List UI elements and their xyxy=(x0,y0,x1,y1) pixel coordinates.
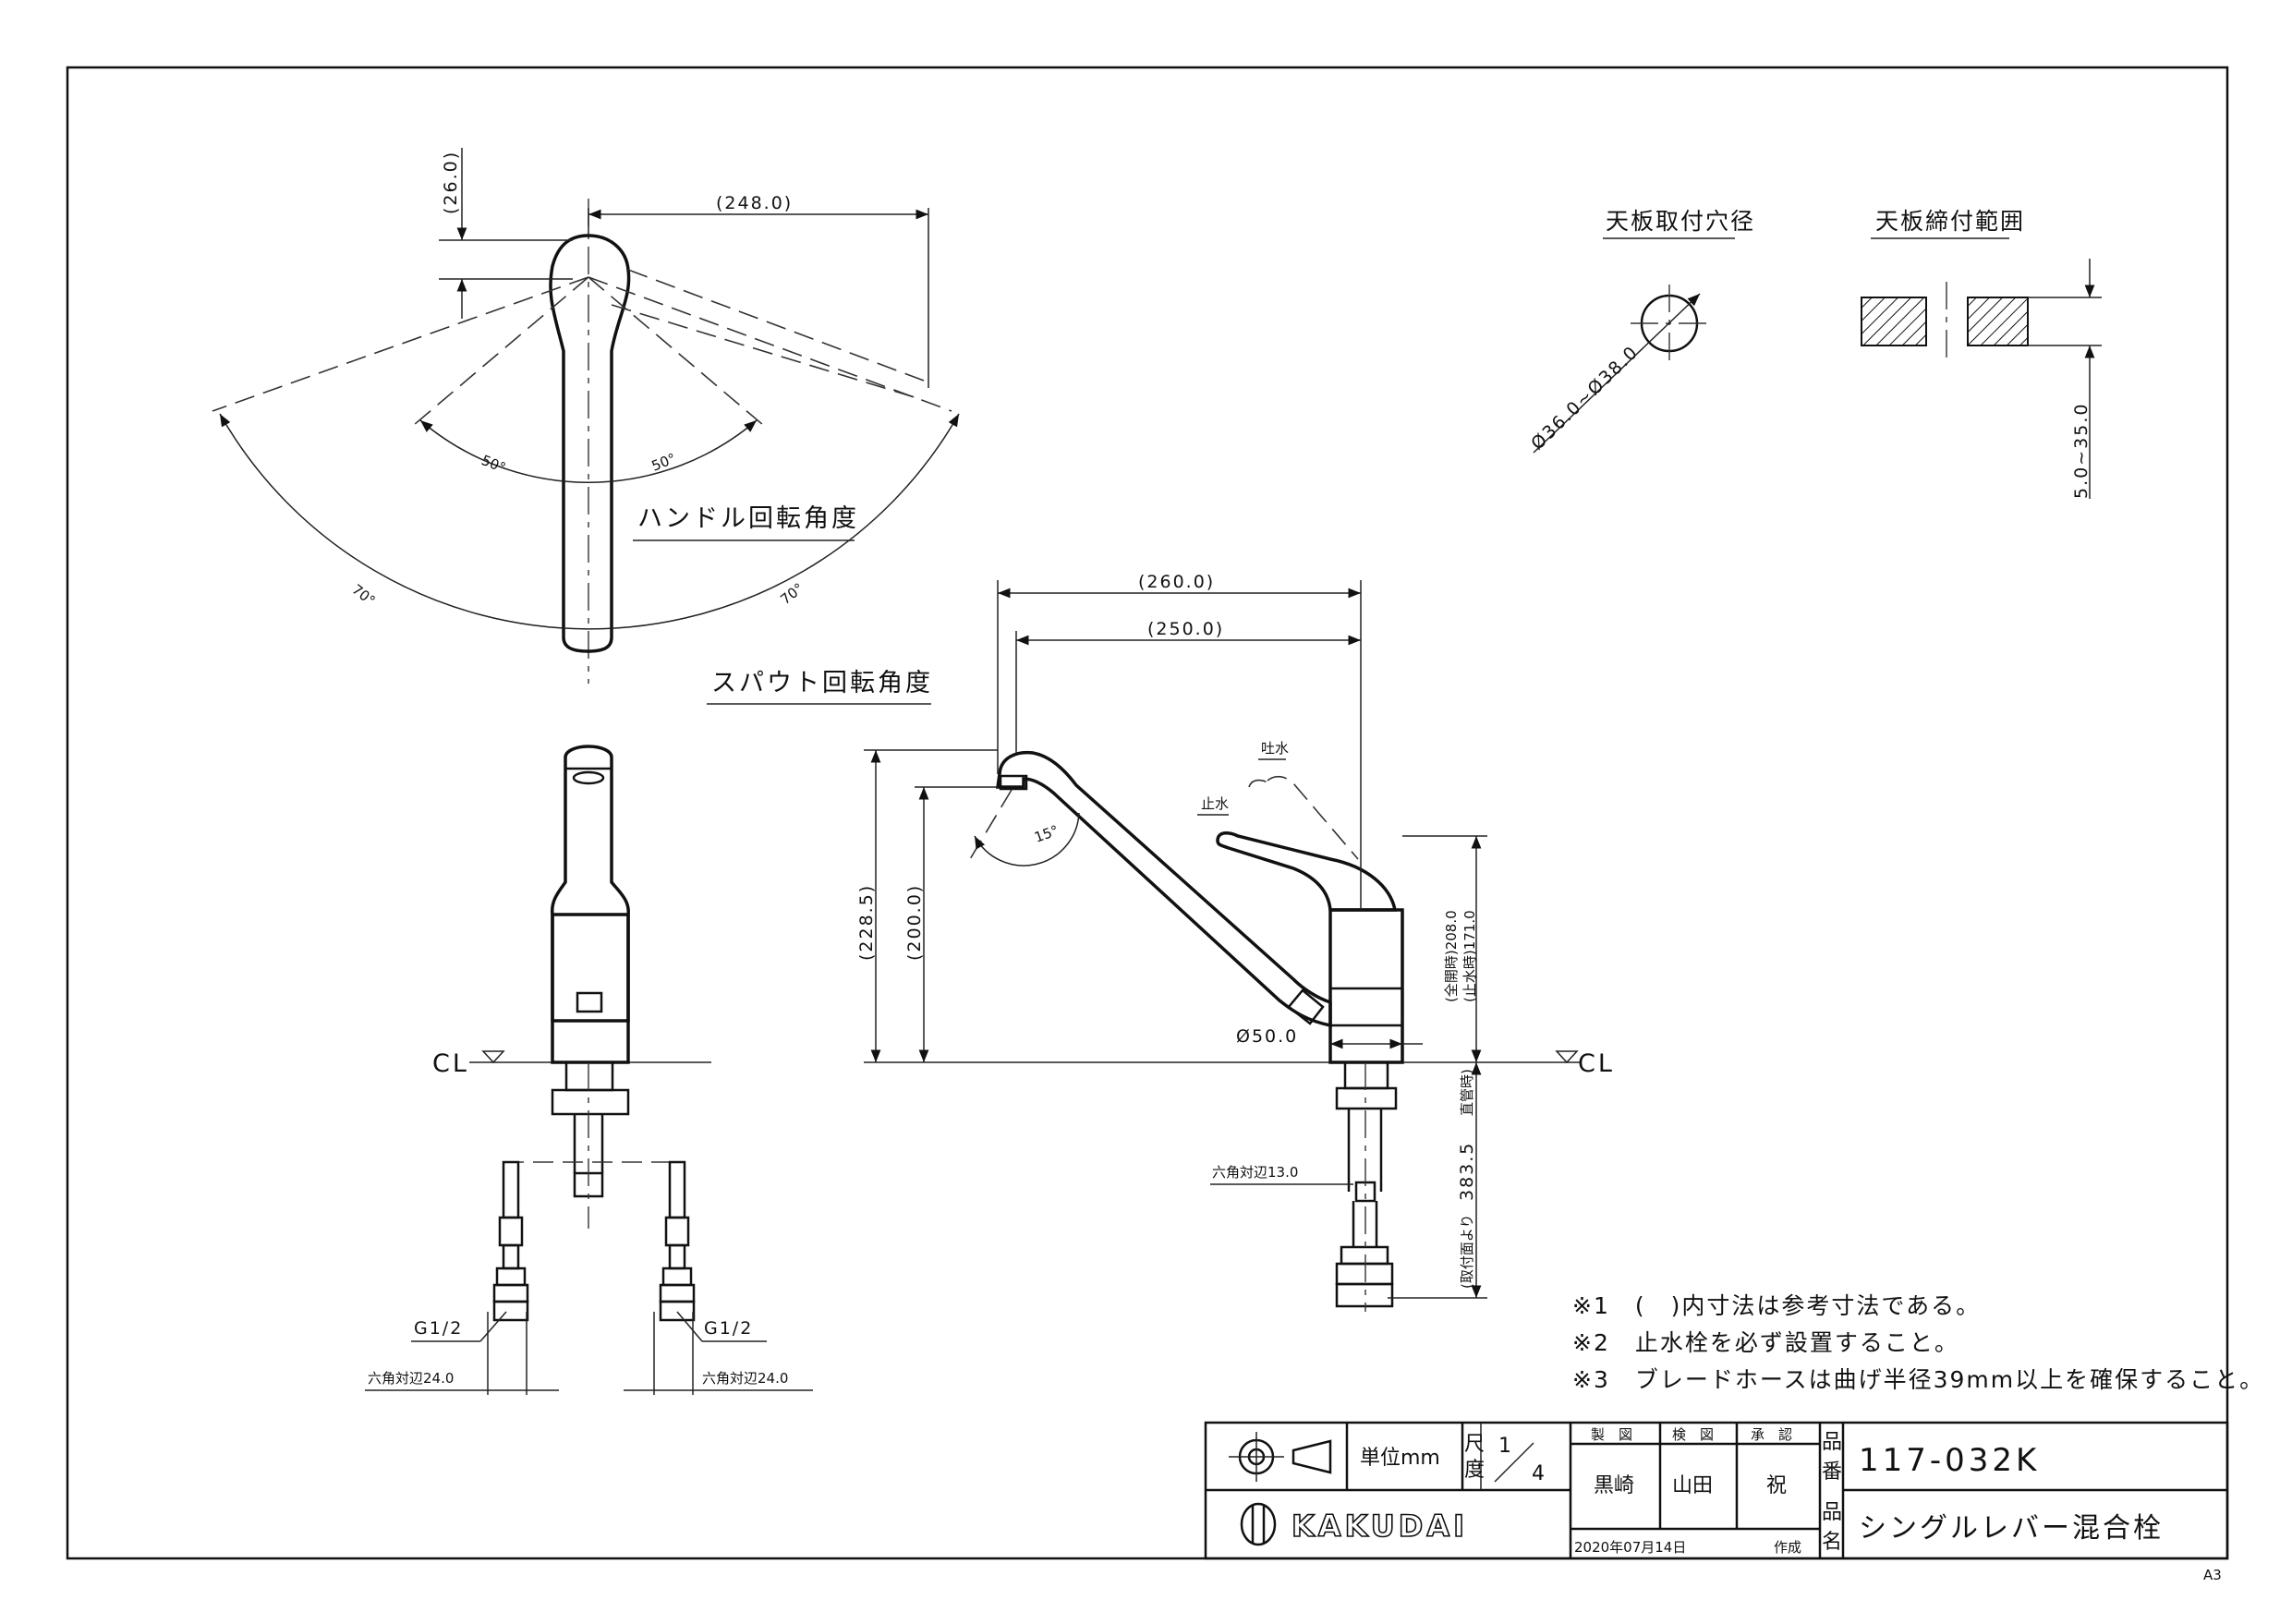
sheet-border xyxy=(66,66,2229,1560)
approved-by: 祝 xyxy=(1766,1474,1787,1497)
unit-label: 単位mm xyxy=(1360,1447,1440,1470)
dim-hose-len: 383.5 xyxy=(1457,1142,1477,1201)
scale-num: 1 xyxy=(1498,1435,1511,1458)
name-label-2: 名 xyxy=(1822,1531,1842,1554)
top-view: (26.0) (248.0) 50° 50° 70° 70° ハンドル回転角度 … xyxy=(212,148,960,705)
dim-height-spout: (200.0) xyxy=(904,884,925,961)
side-lever xyxy=(1216,830,1398,912)
dim-handle-offset: (26.0) xyxy=(441,151,461,214)
label-spout-rotation: スパウト回転角度 xyxy=(711,669,933,697)
scale-label-1: 尺 xyxy=(1464,1433,1485,1456)
projection-symbol-icon xyxy=(1229,1432,1332,1482)
note-3: ※3 ブレードホースは曲げ半径39mm以上を確保すること。 xyxy=(1572,1366,2264,1393)
dim-height-open: (全開時)208.0 xyxy=(1443,910,1460,1002)
part-no-label-1: 品 xyxy=(1822,1431,1842,1454)
name-label-1: 品 xyxy=(1822,1501,1842,1524)
thread-left: G1/2 xyxy=(414,1318,463,1339)
note-2: ※2 止水栓を必ず設置すること。 xyxy=(1572,1329,1959,1356)
dim-reach-total: (260.0) xyxy=(1138,572,1215,592)
hole-diameter-view: 天板取付穴径 Ø36.0~Ø38.0 xyxy=(1527,208,1755,454)
angle-spout-right: 70° xyxy=(777,580,806,609)
hole-title: 天板取付穴径 xyxy=(1606,208,1755,235)
angle-handle-left: 50° xyxy=(479,452,508,477)
hole-dim: Ø36.0~Ø38.0 xyxy=(1527,342,1643,454)
clamp-dim: 5.0~35.0 xyxy=(2071,403,2092,499)
clamp-title: 天板締付範囲 xyxy=(1875,208,2025,235)
handle-outline xyxy=(549,234,631,653)
label-closed: 止水 xyxy=(1201,795,1229,812)
front-view: CL xyxy=(365,745,813,1395)
hex-left: 六角対辺24.0 xyxy=(368,1370,454,1387)
clamp-range-view: 天板締付範囲 5.0~35.0 xyxy=(1861,208,2102,499)
notes: ※1 ( )内寸法は参考寸法である。 ※2 止水栓を必ず設置すること。 ※3 ブ… xyxy=(1572,1292,2264,1393)
label-open: 吐水 xyxy=(1261,740,1289,757)
date: 2020年07月14日 xyxy=(1574,1539,1686,1556)
side-angle-spout: 15° xyxy=(1032,822,1061,846)
part-no-label-2: 番 xyxy=(1822,1460,1842,1484)
handle-angle-arc xyxy=(419,419,758,483)
date-suffix: 作成 xyxy=(1774,1539,1801,1556)
note-1: ※1 ( )内寸法は参考寸法である。 xyxy=(1572,1292,1981,1319)
side-view: CL 15° 吐水 止水 (260.0) (250.0) xyxy=(856,572,1615,1312)
thread-right: G1/2 xyxy=(704,1318,753,1339)
product-name: シングルレバー混合栓 xyxy=(1859,1512,2164,1545)
scale-den: 4 xyxy=(1532,1462,1545,1485)
dim-body-dia: Ø50.0 xyxy=(1236,1026,1298,1047)
drawn-by: 黒崎 xyxy=(1594,1474,1634,1497)
front-right-hose xyxy=(653,1160,696,1395)
spout-angle-arc xyxy=(219,413,960,630)
brand-name: KAKUDAI xyxy=(1292,1509,1468,1544)
scale-label-2: 度 xyxy=(1464,1459,1485,1482)
header-drawn: 製 図 xyxy=(1591,1426,1632,1443)
hex-hose: 六角対辺13.0 xyxy=(1212,1164,1298,1181)
front-cl-label: CL xyxy=(432,1049,469,1078)
dim-hose-prefix: (取付面より xyxy=(1459,1214,1475,1289)
dim-height-total: (228.5) xyxy=(856,884,877,961)
hex-right: 六角対辺24.0 xyxy=(702,1370,788,1387)
dim-reach-spout: (250.0) xyxy=(1147,619,1224,639)
kakudai-logo-icon xyxy=(1240,1502,1277,1546)
side-spout xyxy=(995,750,1332,1028)
title-block: 単位mm 尺 度 1 4 製 図 検 図 承 認 黒崎 山田 祝 KAKUDAI… xyxy=(1204,1421,2229,1560)
checked-by: 山田 xyxy=(1672,1474,1713,1497)
side-cl-label: CL xyxy=(1578,1049,1615,1078)
header-checked: 検 図 xyxy=(1672,1426,1714,1443)
angle-spout-left: 70° xyxy=(349,581,379,610)
header-approved: 承 認 xyxy=(1751,1426,1792,1443)
front-spout xyxy=(550,745,630,1023)
front-left-hose xyxy=(487,1160,529,1395)
paper-size: A3 xyxy=(2203,1567,2222,1583)
label-handle-rotation: ハンドル回転角度 xyxy=(637,504,859,533)
angle-handle-right: 50° xyxy=(649,450,678,475)
dim-spout-length: (248.0) xyxy=(716,193,793,213)
dim-height-closed: (止水時)171.0 xyxy=(1461,910,1478,1002)
part-no: 117-032K xyxy=(1859,1442,2040,1479)
dim-hose-suffix: 直管時) xyxy=(1459,1069,1475,1116)
